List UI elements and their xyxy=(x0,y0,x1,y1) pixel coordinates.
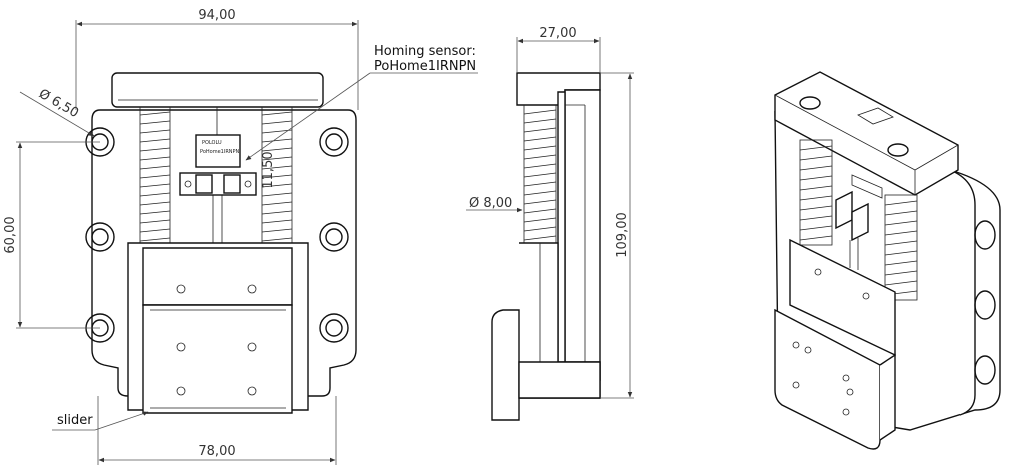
side-view: 27,00 109,00 Ø 8,00 xyxy=(466,26,634,421)
slider-carriage xyxy=(127,242,309,414)
dim-rod-diameter: Ø 8,00 xyxy=(469,196,512,211)
label-slider: slider xyxy=(57,413,93,428)
dim-overall-height: 109,00 xyxy=(615,212,630,258)
right-spring xyxy=(261,107,293,243)
left-spring xyxy=(139,107,171,243)
dim-hole-diameter: Ø 6,50 xyxy=(36,86,81,121)
dim-depth: 27,00 xyxy=(539,26,576,41)
sensor-model: PoHome1IRNPN xyxy=(200,149,240,155)
front-view: POLOLU PoHome1IRNPN 94,00 Ø 6,50 60,00 1… xyxy=(3,8,478,465)
sensor-brand: POLOLU xyxy=(202,140,222,146)
isometric-view xyxy=(774,71,1001,450)
iso-right-spring xyxy=(884,194,918,301)
dim-slider-width: 78,00 xyxy=(198,444,235,459)
homing-sensor: POLOLU PoHome1IRNPN xyxy=(179,134,257,196)
dim-vertical-hole-spacing: 60,00 xyxy=(3,216,18,253)
dim-slot: 11,50 xyxy=(261,151,276,188)
top-cap xyxy=(111,72,324,108)
label-homing-sensor-title: Homing sensor: xyxy=(374,44,476,59)
label-homing-sensor-model: PoHome1IRNPN xyxy=(374,59,476,74)
dim-overall-width: 94,00 xyxy=(198,8,235,23)
iso-left-spring xyxy=(799,139,833,246)
